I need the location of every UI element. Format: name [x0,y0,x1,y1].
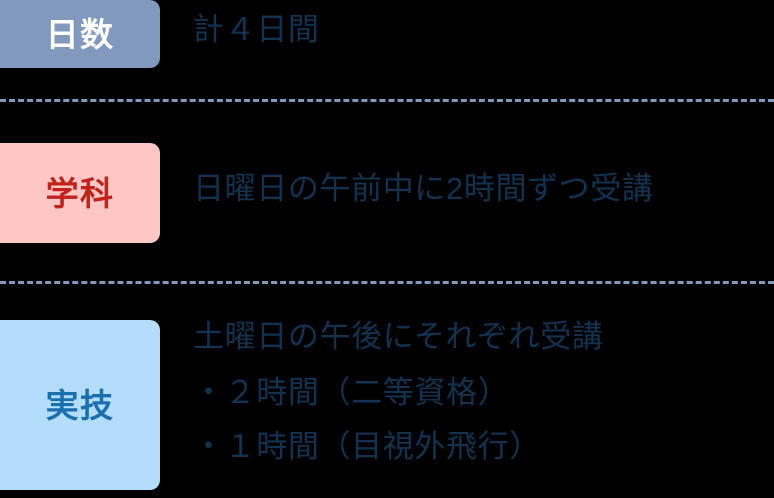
badge-lecture-label: 学科 [45,174,115,212]
practical-list-item: ・２時間（二等資格） [193,375,510,410]
badge-lecture: 学科 [0,143,160,243]
badge-days-label: 日数 [45,15,115,53]
table-row-practical: 実技 土曜日の午後にそれぞれ受講 ・２時間（二等資格） ・１時間（目視外飛行） [0,292,774,498]
row-divider-2 [0,281,774,284]
badge-days: 日数 [0,0,160,68]
row-divider-1 [0,99,774,102]
table-row-lecture: 学科 日曜日の午前中に2時間ずつ受講 [0,110,774,270]
practical-heading: 土曜日の午後にそれぞれ受講 [193,319,604,354]
lecture-value-text: 日曜日の午前中に2時間ずつ受講 [193,171,654,206]
practical-list-item: ・１時間（目視外飛行） [193,429,541,464]
badge-practical-label: 実技 [45,386,115,424]
practical-value-text: 土曜日の午後にそれぞれ受講 ・２時間（二等資格） ・１時間（目視外飛行） [193,321,774,462]
badge-practical: 実技 [0,320,160,490]
table-row-days: 日数 計４日間 [0,0,774,90]
days-value-text: 計４日間 [193,12,320,47]
